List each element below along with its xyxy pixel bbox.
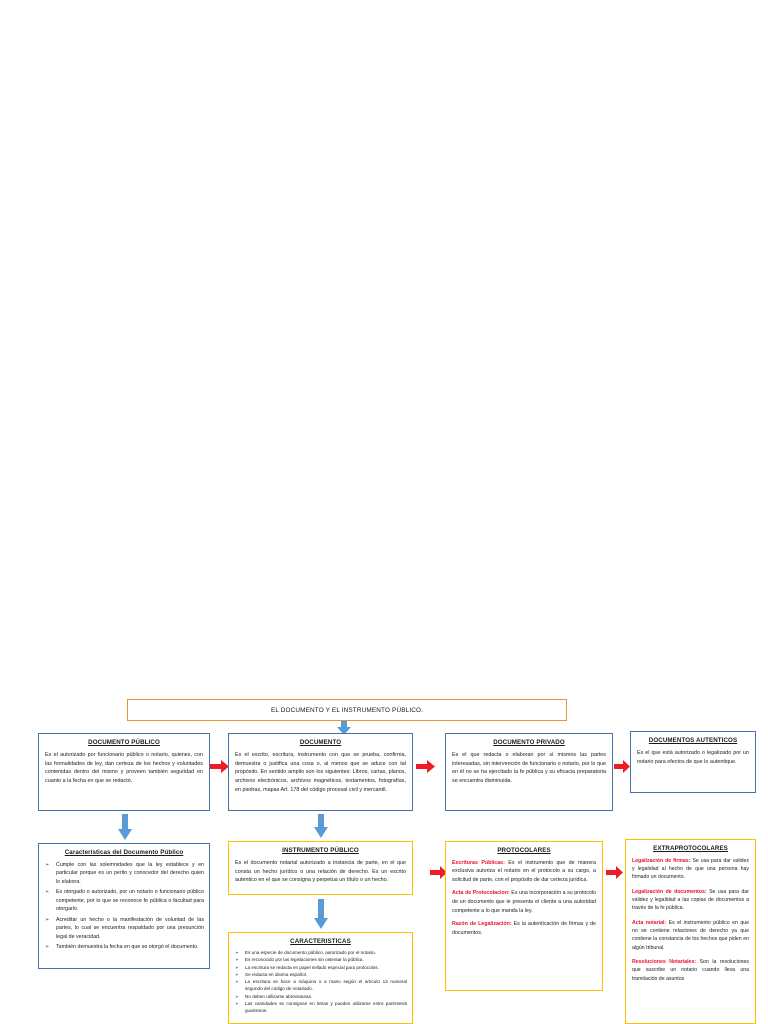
bullet-marker-icon: ➢: [45, 889, 50, 896]
entry-label: Razón de Legalización:: [452, 921, 512, 928]
arrow-down-banner-to-documento: [335, 721, 353, 735]
box-protocolares: PROTOCOLARES Escrituras Públicas: Es el …: [445, 841, 603, 991]
caracteristicas-documento-publico-list: ➢ Cumple con las solemnidades que la ley …: [44, 861, 204, 952]
extraprotocolares-entry: Legalización de firmas: Se usa para dar …: [632, 857, 749, 882]
bullet-marker-icon: ➢: [235, 949, 239, 955]
box-documentos-autenticos-title: DOCUMENTOS AUTENTICOS: [648, 737, 738, 744]
list-item: ➢ La escritura se redacta en papel sellad…: [234, 965, 407, 972]
box-protocolares-title: PROTOCOLARES: [497, 847, 551, 854]
extraprotocolares-entry: Resoluciones Notariales: Son la resoluci…: [632, 958, 749, 983]
entry-label: Acta de Protocolacion:: [452, 890, 510, 897]
page-title: EL DOCUMENTO Y EL INSTRUMENTO PÚBLICO.: [270, 706, 424, 714]
bullet-marker-icon: ➢: [235, 979, 239, 985]
extraprotocolares-entry: Legalización de documentos: Se usa para …: [632, 888, 749, 913]
list-item-text: Las cantidades se consignan en letras y …: [245, 1000, 407, 1013]
list-item-text: Cumple con las solemnidades que la ley e…: [56, 861, 204, 885]
protocolares-entry: Acta de Protocolacion: Es una incorporac…: [452, 889, 596, 915]
entry-label: Legalización de documentos:: [632, 888, 707, 895]
box-documento-privado-body: Es el que redacta o elaboran por sí mism…: [452, 751, 606, 784]
entry-text: Es el instrumento que de manera exclusiv…: [452, 859, 596, 883]
box-documento-publico-body: Es el autorizado por funcionario público…: [45, 751, 203, 784]
box-caracteristicas-documento-publico-title: Características del Documento Público: [64, 849, 184, 856]
list-item: ➢ Es una especie de documento público, au…: [234, 950, 407, 957]
arrow-down-documento-to-instrumento: [312, 814, 330, 838]
box-documento-publico: DOCUMENTO PÚBLICO Es el autorizado por f…: [38, 733, 210, 811]
box-instrumento-publico-body: Es el documento notarial autorizado a in…: [235, 859, 406, 884]
box-documentos-autenticos-body: Es el que está autorizado o legalizado p…: [637, 749, 749, 765]
list-item-text: Se redacta en idioma español.: [245, 971, 308, 977]
entry-text: Es la autenticación de firmas y de docum…: [452, 921, 596, 936]
box-extraprotocolares-title: EXTRAPROTOCOLARES: [653, 845, 728, 852]
list-item: ➢ Las cantidades se consignan en letras y…: [234, 1001, 407, 1015]
protocolares-entry: Escrituras Públicas: Es el instrumento q…: [452, 859, 596, 885]
box-documento: DOCUMENTO Es el escrito, escritura, inst…: [228, 733, 413, 811]
extraprotocolares-entry: Acta notarial: Es el instrumento público…: [632, 919, 749, 952]
box-documento-privado: DOCUMENTO PRIVADO Es el que redacta o el…: [445, 733, 613, 811]
entry-text: Es el instrumento público en que no se c…: [632, 919, 749, 951]
entry-label: Resoluciones Notariales:: [632, 958, 697, 965]
box-caracteristicas-documento-publico: Características del Documento Público ➢ C…: [38, 843, 210, 969]
entry-label: Escrituras Públicas:: [452, 859, 505, 866]
arrow-right-docprivado-to-docautenticos: [614, 760, 630, 773]
bullet-marker-icon: ➢: [235, 993, 239, 999]
arrow-right-documento-to-docprivado: [416, 760, 435, 773]
entry-text: Se usa para dar validez y legalidad a la…: [632, 888, 749, 912]
entry-text: Son la resoluciones que suscribe un nota…: [632, 958, 750, 982]
entry-label: Legalización de firmas:: [632, 857, 691, 864]
list-item-text: La escritura se redacta en papel sellado…: [245, 964, 379, 970]
list-item-text: La escritura se hace a máquina o a mano …: [245, 979, 407, 992]
box-documentos-autenticos: DOCUMENTOS AUTENTICOS Es el que está aut…: [630, 731, 756, 793]
list-item: ➢ Cumple con las solemnidades que la ley …: [44, 861, 204, 886]
box-caracteristicas-title: CARACTERISTICAS: [290, 938, 351, 945]
box-documento-body: Es el escrito, escritura, instrumento co…: [235, 751, 406, 793]
list-item: ➢ Es otorgado o autorizado, por un notari…: [44, 888, 204, 913]
bullet-marker-icon: ➢: [45, 861, 50, 868]
list-item: ➢ No deben utilizarse abreviaturas.: [234, 994, 407, 1001]
list-item: ➢ También demuestra la fecha en que se ot…: [44, 943, 204, 951]
list-item-text: Es otorgado o autorizado, por un notario…: [56, 889, 204, 913]
box-documento-title: DOCUMENTO: [299, 739, 342, 746]
box-instrumento-publico-title: INSTRUMENTO PÚBLICO: [282, 847, 359, 854]
box-extraprotocolares: EXTRAPROTOCOLARES Legalización de firmas…: [625, 839, 756, 1024]
bullet-marker-icon: ➢: [235, 971, 239, 977]
list-item-text: No deben utilizarse abreviaturas.: [245, 993, 313, 999]
protocolares-entry: Razón de Legalización: Es la autenticaci…: [452, 920, 596, 937]
list-item-text: Es una especie de documento público, aut…: [245, 949, 377, 955]
bullet-marker-icon: ➢: [45, 943, 50, 950]
list-item: ➢ Es reconocido por las legislaciones sin…: [234, 957, 407, 964]
entry-label: Acta notarial:: [632, 919, 667, 926]
bullet-marker-icon: ➢: [45, 916, 50, 923]
arrow-right-protocolares-to-extraprotocolares: [606, 866, 623, 879]
box-instrumento-publico: INSTRUMENTO PÚBLICO Es el documento nota…: [228, 841, 413, 895]
diagram-title-banner: EL DOCUMENTO Y EL INSTRUMENTO PÚBLICO.: [127, 699, 567, 721]
box-documento-publico-title: DOCUMENTO PÚBLICO: [88, 739, 160, 746]
arrow-right-docpublico-to-documento: [210, 760, 229, 773]
entry-text: Es una incorporación a su protocolo de u…: [452, 890, 597, 914]
box-caracteristicas: CARACTERISTICAS ➢ Es una especie de docum…: [228, 932, 413, 1024]
list-item-text: Es reconocido por las legislaciones sin …: [245, 957, 364, 963]
arrow-down-docpublico-to-caracteristicas: [116, 814, 134, 840]
list-item: ➢ Acreditar un hecho o la manifestación d…: [44, 916, 204, 941]
list-item-text: También demuestra la fecha en que se oto…: [56, 943, 199, 950]
arrow-down-instrumento-to-caracteristicas: [312, 899, 330, 929]
caracteristicas-list: ➢ Es una especie de documento público, au…: [234, 950, 407, 1015]
list-item-text: Acreditar un hecho o la manifestación de…: [56, 916, 204, 940]
bullet-marker-icon: ➢: [235, 964, 239, 970]
box-documento-privado-title: DOCUMENTO PRIVADO: [493, 739, 565, 746]
list-item: ➢ La escritura se hace a máquina o a mano…: [234, 979, 407, 993]
list-item: ➢ Se redacta en idioma español.: [234, 972, 407, 979]
bullet-marker-icon: ➢: [235, 957, 239, 963]
entry-text: Se usa para dar validez y legalidad al h…: [632, 857, 749, 881]
bullet-marker-icon: ➢: [235, 1000, 239, 1006]
arrow-right-instrumento-to-protocolares: [430, 866, 447, 879]
